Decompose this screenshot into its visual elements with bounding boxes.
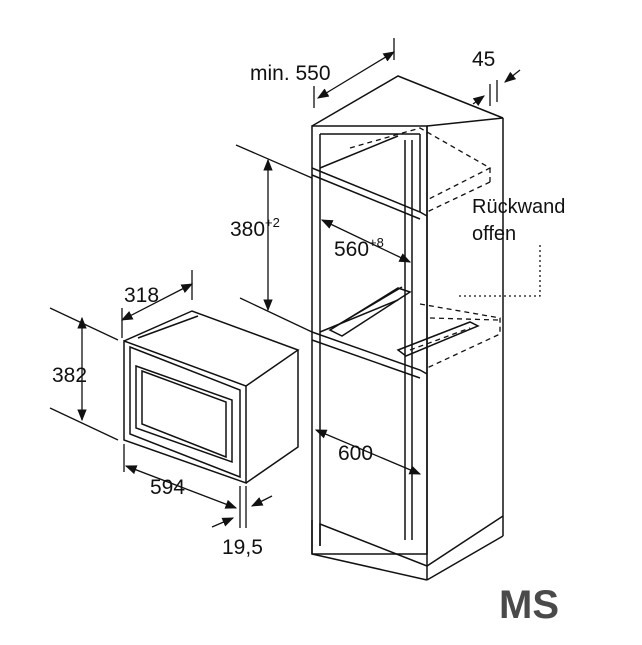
label-niche-height: 380+2: [230, 215, 280, 241]
label-niche-width: 560+8: [334, 235, 384, 261]
label-front-projection: 19,5: [222, 536, 263, 559]
appliance: [123, 310, 300, 485]
tall-cabinet: [311, 75, 504, 581]
label-back-wall-line1: Rückwand: [472, 196, 565, 218]
label-cabinet-width: 600: [338, 442, 373, 465]
appliance-door-window: [135, 364, 233, 464]
label-appliance-height: 382: [52, 364, 87, 387]
label-back-wall-line2: offen: [472, 223, 516, 245]
back-wall-leader: [458, 245, 541, 297]
label-min-depth: min. 550: [250, 62, 331, 85]
cabinet-front-frame: [311, 125, 428, 555]
open-back-wall: [349, 127, 501, 369]
cabinet-top: [311, 75, 504, 127]
label-appliance-width: 594: [150, 476, 185, 499]
niche-width-base: 560: [334, 238, 369, 261]
niche-height-base: 380: [230, 218, 265, 241]
label-rear-gap: 45: [472, 48, 495, 71]
label-appliance-depth: 318: [124, 284, 159, 307]
niche-height-tolerance: +2: [265, 215, 280, 230]
niche-width-tolerance: +8: [369, 235, 384, 250]
brand-logo: MS: [499, 583, 559, 627]
dimension-lines: [49, 38, 521, 528]
